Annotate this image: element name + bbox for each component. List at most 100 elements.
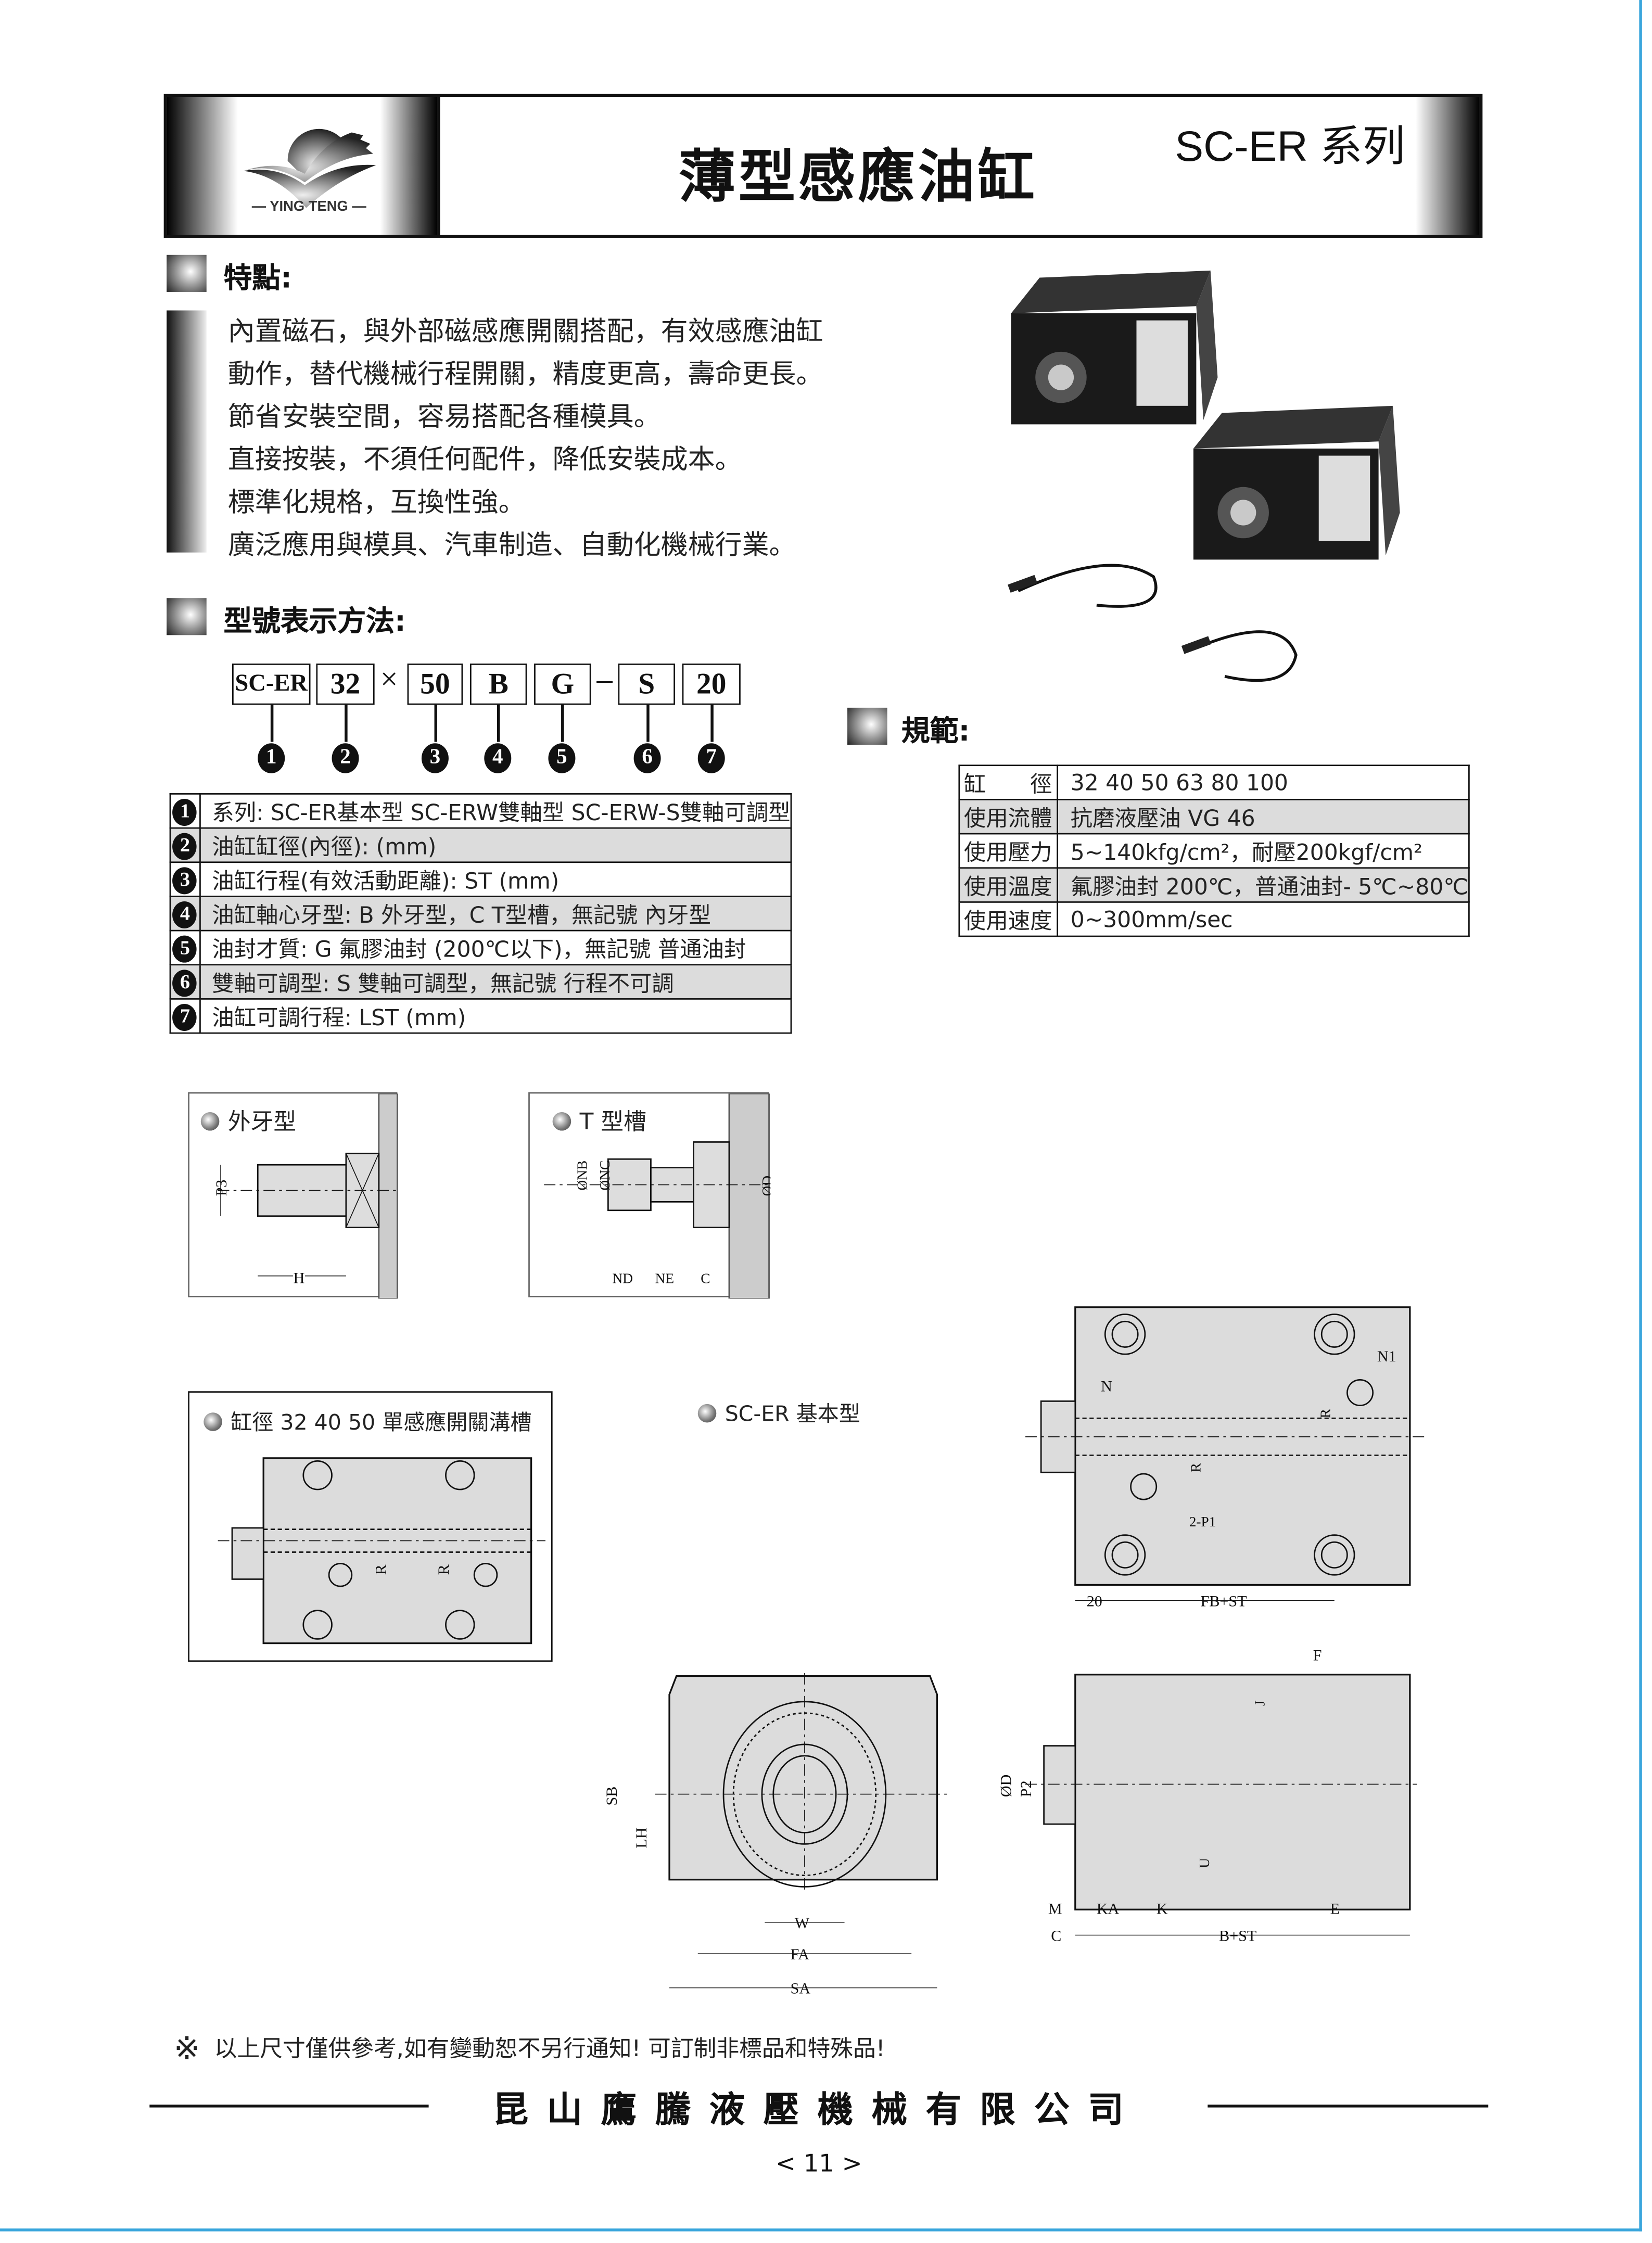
- front-view-drawing: SB LH W FA SA: [603, 1673, 947, 1997]
- dim-label: F: [1313, 1646, 1322, 1664]
- leader-line: [345, 705, 347, 742]
- bullet-icon: [200, 1112, 220, 1131]
- header-gradient: [167, 97, 238, 235]
- side-view-drawing: F J ØD P2 U M KA K E C B+ST: [997, 1646, 1417, 1944]
- number-marker: 1: [258, 743, 285, 773]
- dash-sign: –: [596, 660, 613, 697]
- dim-label: SA: [791, 1980, 811, 1997]
- dim-label: KA: [1097, 1900, 1120, 1917]
- dim-label: P2: [1017, 1780, 1035, 1797]
- dim-label: C: [1051, 1927, 1061, 1944]
- drawing-label: SC-ER 基本型: [725, 1401, 860, 1427]
- row-number: 2: [173, 832, 197, 860]
- dim-label: R: [372, 1564, 390, 1575]
- dim-label: H: [294, 1269, 305, 1286]
- row-text: 油缸軸心牙型: B 外牙型，C T型槽，無記號 內牙型: [199, 896, 792, 932]
- product-photo: [983, 263, 1439, 705]
- drawing-label: 外牙型: [227, 1107, 297, 1135]
- company-logo: — YING TENG —: [238, 97, 380, 235]
- row-number: 4: [173, 900, 197, 928]
- series-label: SC-ER 系列: [1175, 124, 1405, 171]
- features-heading: 特點:: [223, 260, 292, 295]
- dim-label: R: [1318, 1408, 1333, 1418]
- page-header: — YING TENG — 薄型感應油缸 SC-ER 系列: [163, 94, 1483, 238]
- dim-label: W: [795, 1914, 810, 1932]
- drawing-label: 缸徑 32 40 50 單感應開關溝槽: [231, 1409, 532, 1436]
- header-gradient: [380, 97, 438, 235]
- switch-groove-drawing: 缸徑 32 40 50 單感應開關溝槽 R R: [188, 1391, 553, 1662]
- bullet-icon: [552, 1112, 571, 1131]
- footer-rule: [1208, 2105, 1489, 2108]
- code-adj-stroke: 20: [682, 664, 741, 705]
- dim-label: FA: [791, 1945, 809, 1963]
- feature-item: 動作，替代機械行程開關，精度更高，壽命更長。: [227, 359, 823, 390]
- header-gradient: [1415, 97, 1480, 235]
- row-text: 油缸缸徑(內徑): (mm): [199, 827, 792, 863]
- header-divider: [437, 97, 440, 235]
- code-stroke: 50: [407, 664, 463, 705]
- spec-value: 氟膠油封 200℃，普通油封- 5℃~80℃: [1056, 867, 1470, 903]
- leader-line: [710, 705, 713, 742]
- leader-line: [270, 705, 273, 742]
- spec-value: 抗磨液壓油 VG 46: [1056, 799, 1470, 835]
- footer-rule: [149, 2105, 429, 2108]
- features-bar: [167, 310, 207, 553]
- dim-label: SB: [603, 1787, 620, 1806]
- number-marker: 2: [332, 743, 359, 773]
- note-text: 以上尺寸僅供參考,如有變動恕不另行通知! 可訂制非標品和特殊品!: [214, 2035, 885, 2062]
- company-name: 昆山鷹騰液壓機械有限公司: [492, 2089, 1142, 2131]
- dim-label: P3: [212, 1180, 230, 1196]
- dim-label: U: [1197, 1858, 1212, 1868]
- dim-label: R: [435, 1564, 452, 1575]
- feature-item: 節省安裝空間，容易搭配各種模具。: [227, 401, 661, 433]
- page-number: < 11 >: [775, 2150, 862, 2179]
- page-border-bottom: [0, 2228, 1642, 2232]
- row-number: 6: [173, 968, 197, 996]
- leader-line: [434, 705, 437, 742]
- dim-label: ØD: [759, 1176, 770, 1196]
- top-view-drawing: N N1 R R 2-P1 20 FB+ST: [1025, 1306, 1425, 1610]
- dim-label: N1: [1377, 1347, 1396, 1365]
- dim-label: J: [1252, 1700, 1268, 1706]
- number-marker: 7: [697, 743, 725, 773]
- dim-label: C: [701, 1270, 710, 1286]
- dim-label: 2-P1: [1189, 1514, 1216, 1530]
- spec-value: 32 40 50 63 80 100: [1056, 764, 1470, 800]
- feature-item: 標準化規格，互換性強。: [227, 487, 526, 518]
- dim-label: N: [1101, 1377, 1112, 1395]
- drawing-label: T 型槽: [579, 1107, 646, 1135]
- dim-label: M: [1048, 1900, 1062, 1917]
- section-icon: [167, 598, 207, 635]
- table-row: 使用溫度氟膠油封 200℃，普通油封- 5℃~80℃: [958, 867, 1470, 903]
- dim-label: B+ST: [1219, 1927, 1256, 1944]
- page-title: 薄型感應油缸: [678, 145, 1038, 211]
- dim-label: 20: [1087, 1592, 1102, 1610]
- dim-label: ØD: [997, 1775, 1015, 1797]
- spec-key: 使用流體: [958, 799, 1058, 835]
- bullet-icon: [204, 1412, 222, 1431]
- code-series: SC-ER: [232, 664, 311, 705]
- footnote: ※以上尺寸僅供參考,如有變動恕不另行通知! 可訂制非標品和特殊品!: [174, 2029, 885, 2068]
- feature-item: 直接按裝，不須任何配件，降低安裝成本。: [227, 444, 742, 476]
- row-number: 3: [173, 866, 197, 894]
- section-icon: [847, 707, 887, 745]
- feature-item: 廣泛應用與模具、汽車制造、自動化機械行業。: [227, 529, 796, 562]
- model-heading: 型號表示方法:: [223, 604, 406, 638]
- spec-value: 5~140kfg/cm²，耐壓200kgf/cm²: [1056, 833, 1470, 869]
- dim-label: ND: [613, 1270, 633, 1286]
- dim-label: FB+ST: [1201, 1592, 1247, 1610]
- feature-item: 內置磁石，與外部磁感應開關搭配，有效感應油缸: [227, 316, 823, 348]
- times-sign: ×: [380, 660, 398, 697]
- table-row: 使用流體抗磨液壓油 VG 46: [958, 799, 1470, 835]
- code-seal: G: [534, 664, 591, 705]
